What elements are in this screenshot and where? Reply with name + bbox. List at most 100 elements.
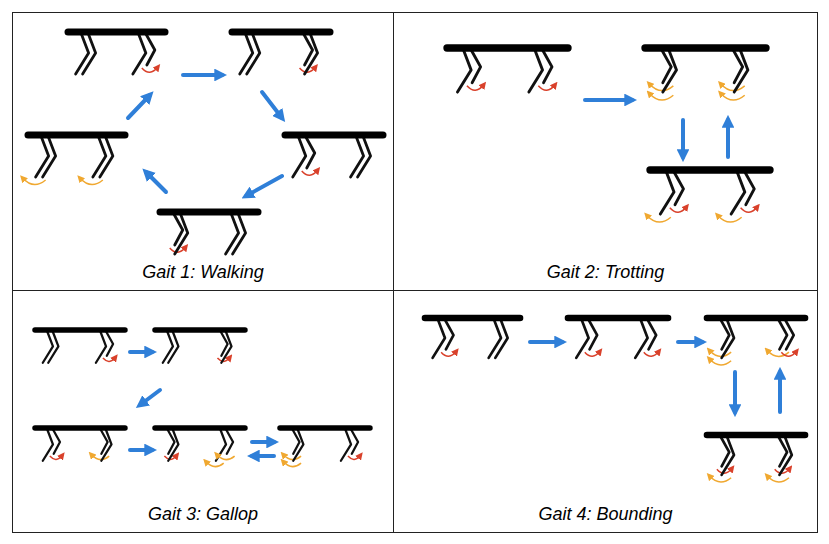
robot-leg <box>145 32 155 65</box>
foot-motion-arc <box>538 85 555 91</box>
sequence-arrow <box>252 454 274 458</box>
foot-motion-arc <box>709 359 731 365</box>
robot-leg <box>635 318 647 358</box>
robot-body <box>568 315 668 322</box>
sequence-arrow <box>733 372 737 412</box>
robot-leg <box>133 32 146 74</box>
robot-leg <box>43 428 53 461</box>
foot-motion-arc <box>721 93 745 100</box>
robot-figure <box>645 48 766 100</box>
robot-leg <box>96 330 106 363</box>
foot-motion-arc <box>709 476 731 482</box>
robot-leg <box>660 170 674 214</box>
robot-leg <box>83 32 96 74</box>
sequence-arrow <box>183 73 222 77</box>
gait-caption: Gait 3: Gallop <box>148 504 258 532</box>
sequence-arrow <box>146 172 166 192</box>
robot-leg <box>663 48 677 92</box>
robot-leg <box>647 318 657 349</box>
robot-leg <box>43 135 56 177</box>
robot-leg <box>293 428 303 461</box>
robot-leg <box>305 135 315 168</box>
robot-figure <box>160 212 258 254</box>
robot-leg <box>221 330 231 363</box>
robot-leg <box>225 428 233 454</box>
robot-leg <box>673 170 684 205</box>
foot-motion-arc <box>649 84 673 91</box>
robot-leg <box>731 170 745 214</box>
foot-motion-arc <box>206 462 224 467</box>
robot-body <box>35 327 125 332</box>
robot-body <box>285 132 383 139</box>
robot-leg <box>48 330 58 363</box>
robot-figure <box>447 48 568 92</box>
robot-leg <box>305 32 318 74</box>
robot-leg <box>734 48 748 92</box>
robot-leg <box>722 435 734 475</box>
foot-motion-arc <box>142 67 158 72</box>
foot-motion-arc <box>441 351 456 356</box>
robot-leg <box>722 318 734 358</box>
foot-motion-arc <box>781 351 796 356</box>
robot-leg <box>52 428 60 454</box>
robot-leg <box>495 318 507 358</box>
robot-leg <box>541 48 552 83</box>
robot-figure <box>285 135 383 177</box>
robot-figure <box>425 318 520 358</box>
foot-motion-arc <box>709 350 731 356</box>
robot-figure <box>707 435 805 482</box>
foot-motion-arc <box>670 207 687 213</box>
sequence-arrow <box>678 340 702 344</box>
robot-body <box>160 209 258 216</box>
foot-motion-arc <box>718 215 742 222</box>
foot-motion-arc <box>585 351 600 356</box>
robot-body <box>645 44 766 51</box>
robot-figure <box>155 428 245 467</box>
robot-leg <box>168 330 178 363</box>
sequence-arrow <box>246 176 282 196</box>
robot-leg <box>784 318 794 349</box>
sequence-arrow <box>252 440 274 444</box>
robot-leg <box>233 212 246 254</box>
robot-leg <box>101 428 111 461</box>
robot-leg <box>457 48 471 92</box>
foot-motion-arc <box>302 170 318 175</box>
gait-caption: Gait 4: Bounding <box>538 504 672 532</box>
sequence-arrow <box>681 120 685 157</box>
sequence-arrow <box>530 340 562 344</box>
robot-figure <box>232 32 330 74</box>
robot-figure <box>35 428 125 461</box>
robot-leg <box>744 170 755 205</box>
robot-leg <box>444 318 454 349</box>
foot-motion-arc <box>80 178 103 185</box>
foot-motion-arc <box>283 462 301 467</box>
robot-leg <box>433 318 445 358</box>
robot-leg <box>588 318 598 349</box>
robot-leg <box>293 135 306 177</box>
robot-leg <box>576 318 588 358</box>
sequence-arrow <box>726 120 730 157</box>
robot-leg <box>247 32 260 74</box>
robot-leg <box>105 330 113 356</box>
gait-panel: Gait 4: Bounding <box>393 290 818 533</box>
robot-figure <box>23 135 125 185</box>
foot-motion-arc <box>741 207 758 213</box>
robot-body <box>425 315 520 322</box>
foot-motion-arc <box>103 357 115 361</box>
robot-body <box>707 315 805 322</box>
robot-body <box>650 166 770 173</box>
robot-body <box>280 425 370 430</box>
robot-leg <box>358 135 371 177</box>
foot-motion-arc <box>644 351 659 356</box>
robot-body <box>232 29 330 36</box>
robot-figure <box>707 318 805 365</box>
robot-figure <box>568 318 668 358</box>
foot-motion-arc <box>467 85 484 91</box>
foot-motion-arc <box>283 455 301 460</box>
foot-motion-arc <box>50 455 62 459</box>
robot-figure <box>68 32 165 74</box>
robot-body <box>447 44 568 51</box>
sequence-arrow <box>585 98 632 102</box>
